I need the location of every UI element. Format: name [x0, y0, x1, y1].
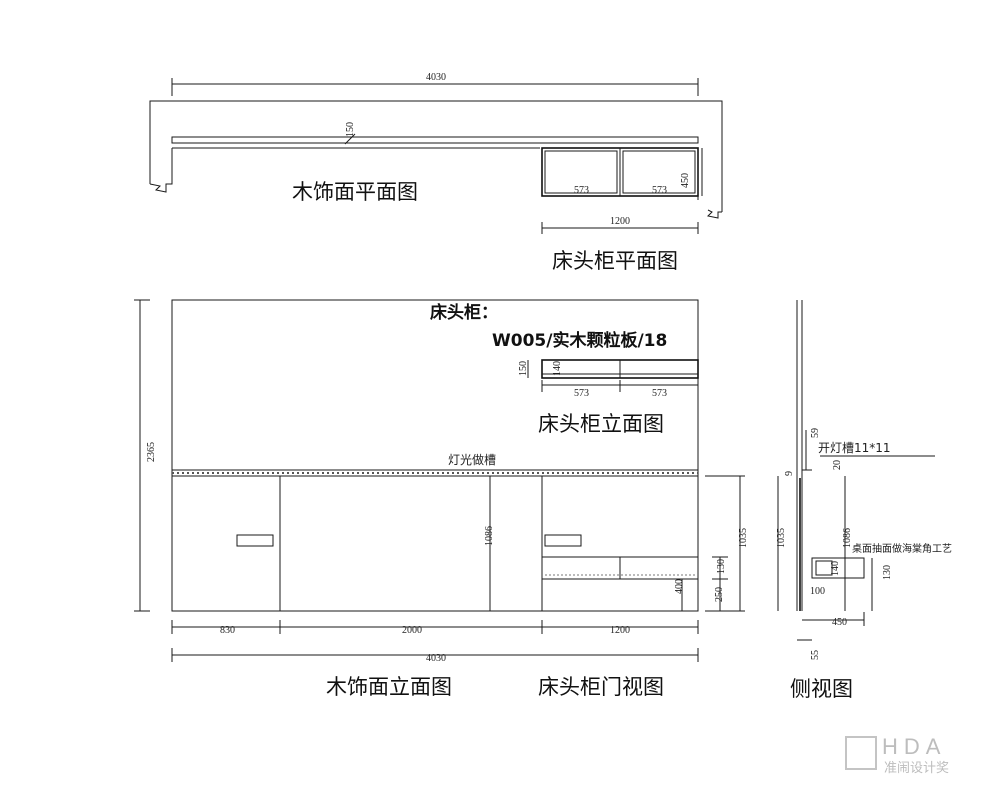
plan-depth-dim: 450: [680, 173, 691, 188]
elev-cab-inner-dim: 140: [552, 361, 563, 376]
cabinet-elevation: 床头柜： W005/实木颗粒板/18 140 150 573 573 床头柜立面…: [430, 302, 699, 436]
side-55-dim: 55: [810, 650, 821, 660]
seg2-dim: 2000: [402, 625, 422, 636]
light-slot-label: 灯光做槽: [448, 452, 496, 467]
plan-total-dim: 4030: [426, 72, 446, 83]
seg3-dim: 1200: [610, 625, 630, 636]
plan-thick-dim: 150: [345, 122, 356, 137]
side-140-dim: 140: [830, 561, 841, 576]
watermark-brand: HDA: [882, 734, 946, 759]
side-100-dim: 100: [810, 586, 825, 597]
side-20-dim: 20: [832, 460, 843, 470]
cabinet-heading: 床头柜：: [430, 302, 498, 323]
door-outer-height-dim: 1035: [738, 528, 749, 548]
watermark-logo: HDA 准闹设计奖: [845, 734, 949, 775]
door-400-dim: 400: [674, 579, 685, 594]
seg1-dim: 830: [220, 625, 235, 636]
door-130-dim: 130: [716, 559, 727, 574]
wood-plan-title: 木饰面平面图: [292, 180, 418, 204]
elev-bay1-dim: 573: [574, 388, 589, 399]
total-height-dim: 2365: [146, 442, 157, 462]
plan-bay2-dim: 573: [652, 185, 667, 196]
side-59-dim: 59: [810, 428, 821, 438]
side-view-title: 侧视图: [790, 677, 853, 701]
side-130-dim: 130: [882, 565, 893, 580]
bottom-total-dim: 4030: [426, 653, 446, 664]
cabinet-elevation-title: 床头柜立面图: [538, 412, 664, 436]
plan-bay1-dim: 573: [574, 185, 589, 196]
watermark-tagline: 准闹设计奖: [884, 760, 949, 775]
cabinet-door-title: 床头柜门视图: [538, 675, 664, 699]
side-9-dim: 9: [784, 471, 795, 476]
elev-bay2-dim: 573: [652, 388, 667, 399]
side-1086-dim: 1086: [842, 528, 853, 548]
side-1035-dim: 1035: [776, 528, 787, 548]
cabinet-plan-title: 床头柜平面图: [552, 249, 678, 273]
open-light-slot-note: 开灯槽11*11: [818, 441, 891, 455]
elev-cab-height-dim: 150: [518, 361, 529, 376]
desktop-craft-note: 桌面抽面做海棠角工艺: [852, 542, 952, 555]
plan-cab-width-dim: 1200: [610, 216, 630, 227]
door-250-dim: 250: [714, 587, 725, 602]
cabinet-material: W005/实木颗粒板/18: [492, 330, 667, 351]
wood-elevation-title: 木饰面立面图: [326, 675, 452, 699]
side-450-dim: 450: [832, 617, 847, 628]
side-view: 开灯槽11*11 59 9 20 1035 1086 140 130 桌面抽面做…: [776, 300, 952, 701]
wood-panel-elevation: 灯光做槽 1086 400 2365 830 2000 1200 4030: [134, 299, 749, 699]
wood-panel-plan: 4030 150 573 573 450 1200 木饰面平面图 床头柜平面图: [149, 72, 723, 273]
panel-height-dim: 1086: [484, 526, 495, 546]
